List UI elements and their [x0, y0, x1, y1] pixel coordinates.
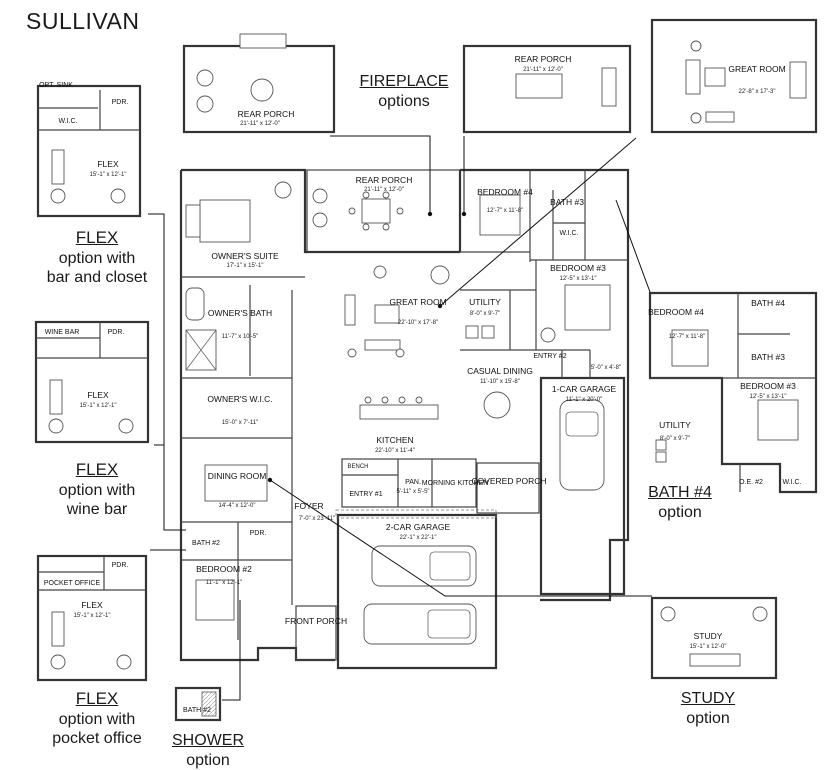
svg-text:12'-7" x 11'-8": 12'-7" x 11'-8": [487, 208, 523, 214]
svg-text:O.E. #2: O.E. #2: [739, 479, 763, 486]
svg-text:22'-8" x 17'-3": 22'-8" x 17'-3": [739, 89, 776, 95]
svg-text:21'-11" x 12'-0": 21'-11" x 12'-0": [364, 187, 404, 193]
bath3-label: BATH #3: [550, 197, 584, 207]
svg-text:12'-5" x 13'-1": 12'-5" x 13'-1": [750, 394, 787, 400]
svg-text:BATH #2: BATH #2: [183, 707, 211, 714]
flex-bar-closet-caption: FLEX option with bar and closet: [46, 228, 148, 287]
svg-text:W.I.C.: W.I.C.: [58, 118, 77, 125]
main-plan-labels: REAR PORCH 21'-11" x 12'-0" OWNER'S SUIT…: [192, 175, 621, 626]
owners-wic-label: OWNER'S W.I.C.: [207, 394, 272, 404]
bedroom4-label: BEDROOM #4: [477, 187, 533, 197]
flex-bar-closet-plan: OPT. SINK PDR. W.I.C. FLEX 15'-1" x 12'-…: [36, 82, 142, 218]
svg-text:21'-11" x 12'-0": 21'-11" x 12'-0": [240, 121, 280, 127]
svg-text:15'-0" x 7'-11": 15'-0" x 7'-11": [222, 420, 258, 426]
svg-text:FLEX: FLEX: [81, 600, 103, 610]
svg-text:11'-1" x 20'-0": 11'-1" x 20'-0": [566, 397, 602, 403]
svg-text:BEDROOM #3: BEDROOM #3: [740, 381, 796, 391]
svg-text:15'-1" x 12'-0": 15'-1" x 12'-0": [690, 644, 727, 650]
svg-text:BATH #2: BATH #2: [192, 540, 220, 547]
svg-text:POCKET OFFICE: POCKET OFFICE: [44, 580, 101, 587]
svg-text:STUDY: STUDY: [694, 631, 723, 641]
plan-title: SULLIVAN: [26, 8, 140, 34]
main-plan-walls: [179, 168, 630, 670]
svg-text:12'-5" x 13'-1": 12'-5" x 13'-1": [560, 276, 597, 282]
flex-wine-bar-plan: WINE BAR PDR. FLEX 15'-1" x 12'-1": [34, 320, 150, 444]
svg-text:14'-4" x 12'-0": 14'-4" x 12'-0": [219, 503, 256, 509]
owners-suite-label: OWNER'S SUITE: [211, 251, 279, 261]
svg-text:OPT. SINK: OPT. SINK: [39, 82, 73, 89]
svg-text:BATH #4: BATH #4: [751, 298, 785, 308]
dining-room-label: DINING ROOM: [208, 471, 267, 481]
fireplace-porch-a: REAR PORCH 21'-11" x 12'-0": [182, 33, 336, 134]
svg-text:5'-11" x 5'-5": 5'-11" x 5'-5": [396, 489, 429, 495]
fireplace-great-room: GREAT ROOM 22'-8" x 17'-3": [650, 18, 818, 134]
svg-text:BENCH: BENCH: [347, 464, 368, 470]
great-room-label: GREAT ROOM: [389, 297, 446, 307]
flex-pocket-office-caption: FLEX option with pocket office: [52, 689, 142, 748]
svg-text:PDR.: PDR.: [108, 329, 125, 336]
utility-label: UTILITY: [469, 297, 501, 307]
svg-text:15'-1" x 12'-1": 15'-1" x 12'-1": [90, 172, 127, 178]
flex-pocket-office-plan: PDR. POCKET OFFICE FLEX 15'-1" x 12'-1": [36, 554, 148, 682]
flex-wine-bar-caption: FLEX option with wine bar: [58, 460, 136, 519]
svg-text:22'-10" x 17'-8": 22'-10" x 17'-8": [398, 320, 438, 326]
svg-text:21'-11" x 12'-0": 21'-11" x 12'-0": [523, 67, 563, 73]
study-option-caption: STUDY option: [680, 690, 736, 727]
svg-text:BEDROOM #4: BEDROOM #4: [648, 307, 704, 317]
svg-text:PAN.: PAN.: [405, 479, 421, 486]
svg-text:11'-7" x 10'-5": 11'-7" x 10'-5": [222, 334, 258, 340]
main-plan-furniture: [185, 181, 611, 645]
svg-text:REAR PORCH: REAR PORCH: [515, 54, 572, 64]
svg-text:22'-10" x 11'-4": 22'-10" x 11'-4": [375, 448, 415, 454]
svg-text:W.I.C.: W.I.C.: [782, 479, 801, 486]
svg-text:UTILITY: UTILITY: [659, 420, 691, 430]
shower-option-plan: BATH #2: [174, 686, 222, 722]
svg-text:BATH #3: BATH #3: [751, 352, 785, 362]
fireplace-porch-b: REAR PORCH 21'-11" x 12'-0": [462, 44, 632, 134]
svg-text:PDR.: PDR.: [250, 530, 267, 537]
svg-text:MORNING KITCHEN: MORNING KITCHEN: [422, 480, 489, 487]
svg-text:22'-1" x 22'-1": 22'-1" x 22'-1": [400, 535, 437, 541]
rear-porch-label: REAR PORCH: [356, 175, 413, 185]
study-option-plan: STUDY 15'-1" x 12'-0": [650, 596, 778, 680]
front-porch-label: FRONT PORCH: [285, 616, 347, 626]
kitchen-label: KITCHEN: [376, 435, 413, 445]
two-car-garage-label: 2-CAR GARAGE: [386, 522, 451, 532]
svg-text:W.I.C.: W.I.C.: [559, 230, 578, 237]
bedroom3-label: BEDROOM #3: [550, 263, 606, 273]
svg-text:7'-0" x 23'-11": 7'-0" x 23'-11": [299, 516, 335, 522]
svg-text:WINE BAR: WINE BAR: [45, 329, 80, 336]
svg-text:PDR.: PDR.: [112, 562, 129, 569]
svg-text:GREAT ROOM: GREAT ROOM: [728, 64, 785, 74]
option-leader-lines: [148, 135, 652, 701]
one-car-garage-label: 1-CAR GARAGE: [552, 384, 617, 394]
svg-text:8'-0" x 9'-7": 8'-0" x 9'-7": [660, 436, 690, 442]
shower-option-caption: SHOWER option: [172, 732, 244, 769]
owners-bath-label: OWNER'S BATH: [208, 308, 272, 318]
svg-text:PDR.: PDR.: [112, 99, 129, 106]
fireplace-options-caption: FIREPLACE options: [359, 73, 449, 110]
svg-text:REAR PORCH: REAR PORCH: [238, 109, 295, 119]
svg-text:8'-0" x 9'-7": 8'-0" x 9'-7": [470, 311, 500, 317]
casual-dining-label: CASUAL DINING: [467, 366, 533, 376]
svg-text:5'-0" x 4'-8": 5'-0" x 4'-8": [591, 365, 621, 371]
svg-text:12'-7" x 11'-8": 12'-7" x 11'-8": [669, 334, 705, 340]
bath4-option-caption: BATH #4 option: [648, 484, 712, 521]
covered-porch-label: COVERED PORCH: [471, 476, 546, 486]
bath4-option-plan: BEDROOM #4 12'-7" x 11'-8" BATH #4 BATH …: [648, 291, 818, 494]
svg-text:ENTRY #2: ENTRY #2: [533, 353, 566, 360]
svg-text:11'-10" x 15'-8": 11'-10" x 15'-8": [480, 379, 520, 385]
svg-text:FLEX: FLEX: [97, 159, 119, 169]
svg-text:15'-1" x 12'-1": 15'-1" x 12'-1": [74, 613, 111, 619]
bedroom2-label: BEDROOM #2: [196, 564, 252, 574]
svg-text:ENTRY #1: ENTRY #1: [349, 491, 382, 498]
svg-text:17'-1" x 15'-1": 17'-1" x 15'-1": [227, 263, 264, 269]
svg-text:FLEX: FLEX: [87, 390, 109, 400]
svg-text:15'-1" x 12'-1": 15'-1" x 12'-1": [80, 403, 117, 409]
svg-text:11'-1" x 12'-1": 11'-1" x 12'-1": [206, 580, 242, 586]
